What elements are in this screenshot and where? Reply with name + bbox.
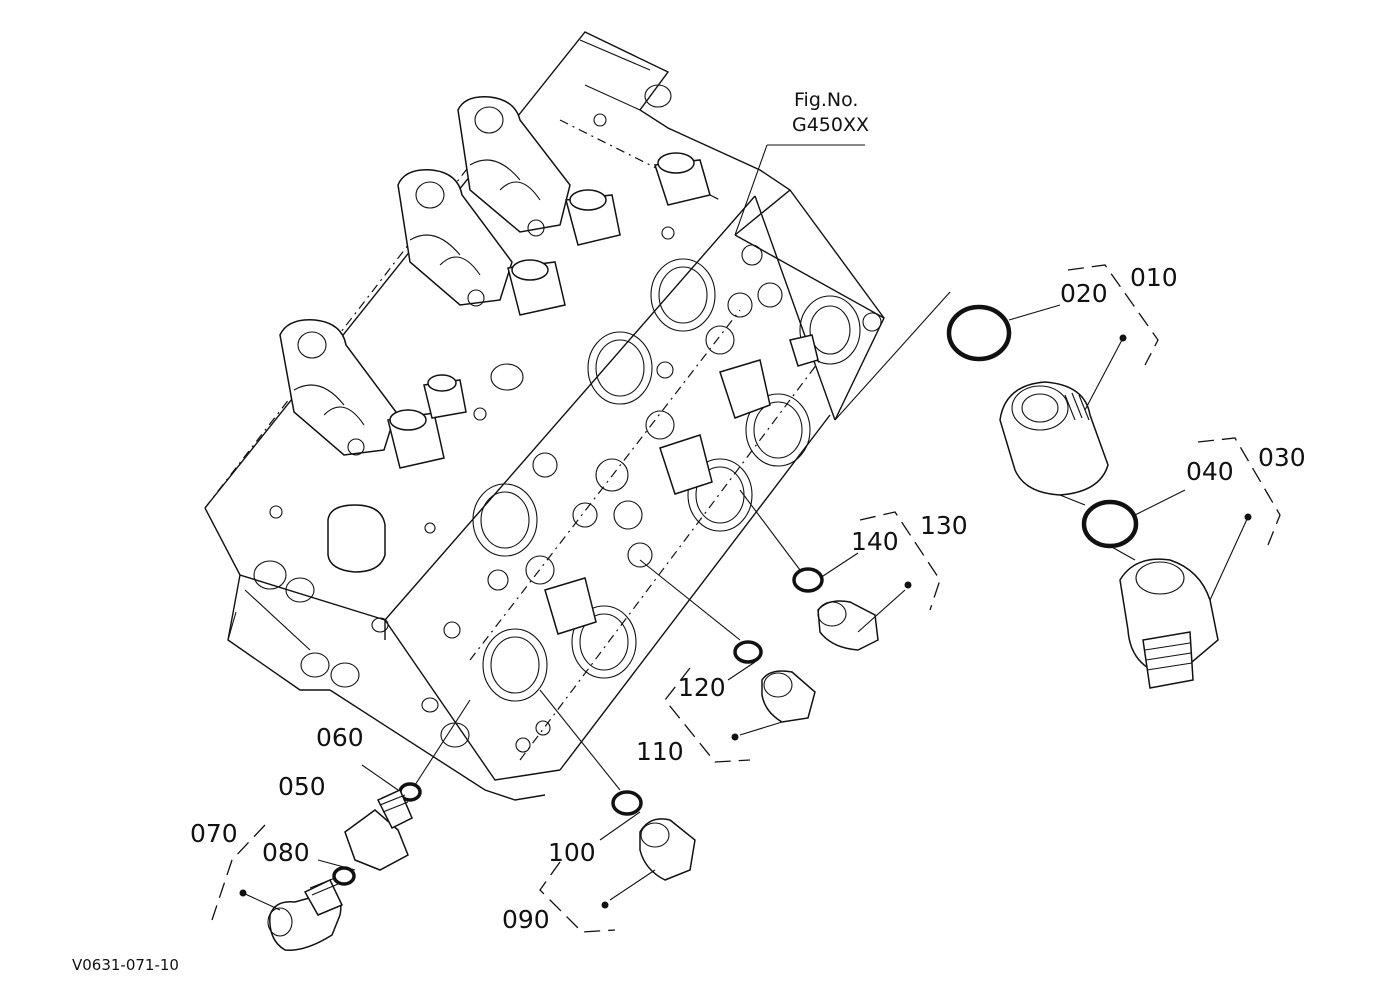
callout-040: 040	[1186, 457, 1234, 486]
drawing-code: V0631-071-10	[72, 956, 179, 974]
callout-070: 070	[190, 819, 238, 848]
callout-140: 140	[851, 527, 899, 556]
port-130-140-assembly	[739, 489, 906, 651]
group-brackets	[211, 264, 1281, 933]
callout-050: 050	[278, 772, 326, 801]
callout-130: 130	[920, 511, 968, 540]
callout-120: 120	[678, 673, 726, 702]
callout-110: 110	[636, 737, 684, 766]
spool-cap-1	[457, 96, 571, 237]
front-ports	[253, 244, 882, 753]
port-110-120-assembly	[639, 559, 816, 736]
oring-040	[1081, 499, 1139, 549]
spool-cap-3	[279, 319, 397, 456]
leader-lines	[317, 144, 1186, 871]
spool-cap-2	[397, 169, 513, 307]
callout-090: 090	[502, 905, 550, 934]
port-010-020-assembly	[834, 291, 1219, 689]
control-valve-body	[204, 31, 885, 801]
callout-010: 010	[1130, 263, 1178, 292]
oring-140	[792, 567, 824, 593]
oring-100	[611, 790, 643, 816]
port-050-060-assembly	[267, 699, 471, 951]
callout-030: 030	[1258, 443, 1306, 472]
callout-060: 060	[316, 723, 364, 752]
fig-no-value: G450XX	[792, 114, 869, 136]
fig-no-label: Fig.No.	[794, 89, 858, 111]
top-fittings	[269, 113, 711, 573]
callout-100: 100	[548, 838, 596, 867]
oring-120	[733, 640, 763, 664]
callout-020: 020	[1060, 279, 1108, 308]
oring-020	[946, 304, 1012, 362]
callout-080: 080	[262, 838, 310, 867]
oring-080	[332, 866, 356, 886]
port-090-100-assembly	[539, 689, 696, 901]
